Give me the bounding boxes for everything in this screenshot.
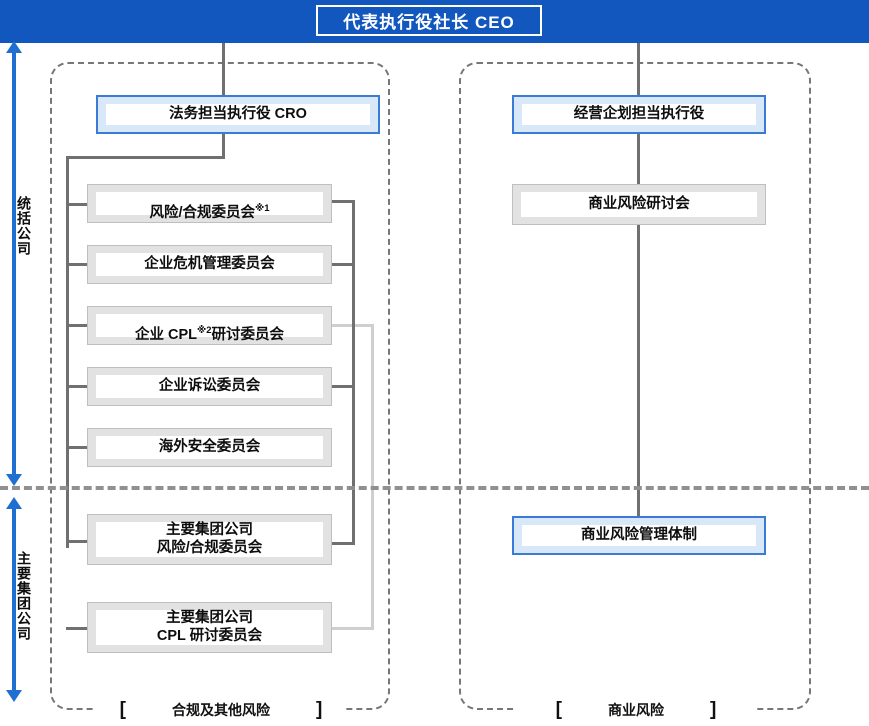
connector-stub-risk-compliance (66, 203, 88, 206)
axis-label-group-companies: 主要集团公司 (16, 551, 32, 641)
axis-line-group-companies (12, 508, 16, 694)
connector-right-trunk-light (371, 324, 374, 630)
connector-stub-crisis-mgmt (66, 263, 88, 266)
group-label-compliance-text: 合规及其他风险 (172, 702, 270, 718)
node-crisis-management-committee: 企业危机管理委员会 (87, 245, 332, 284)
node-litigation-committee-inner (96, 375, 323, 398)
node-cpl-committee-inner (96, 314, 323, 337)
node-litigation-committee: 企业诉讼委员会 (87, 367, 332, 406)
node-crisis-management-committee-label: 企业危机管理委员会 (144, 255, 275, 272)
connector-collect-group-risk-compliance (332, 542, 355, 545)
node-text-main: 风险/合规委员会 (149, 204, 255, 221)
axis-arrow-down-top-icon (6, 474, 22, 486)
node-risk-compliance-committee-label: 风险/合规委员会※1 (149, 185, 269, 222)
connector-workshop-to-system (637, 225, 640, 516)
node-text-sup: ※1 (255, 202, 270, 214)
axis-arrow-up-top-icon (6, 41, 22, 53)
connector-right-trunk-dark (352, 200, 355, 545)
node-litigation-committee-label: 企业诉讼委员会 (158, 377, 261, 394)
connector-stub-group-cpl (66, 627, 88, 630)
axis-line-holding (12, 52, 16, 478)
bracket-left-icon: [ (555, 699, 562, 720)
group-label-business-risk: [ 商业风险 ] (517, 699, 755, 721)
connector-ceo-to-planning-exec (637, 43, 640, 95)
axis-arrow-down-bottom-icon (6, 690, 22, 702)
label-gap-mask-right (517, 704, 755, 716)
node-group-cpl-committee-label: 主要集团公司 CPL 研讨委员会 (156, 609, 263, 644)
label-gap-mask-left (96, 704, 346, 716)
group-container-business-risk (459, 62, 811, 710)
node-group-risk-compliance-committee: 主要集团公司 风险/合规委员会 (87, 514, 332, 565)
connector-collect-crisis-mgmt (332, 263, 355, 266)
node-business-risk-management-system: 商业风险管理体制 (512, 516, 766, 555)
ceo-title-text: 代表执行役社长 CEO (343, 13, 515, 32)
bracket-right-icon: ] (710, 699, 717, 720)
connector-collect-group-cpl (332, 627, 374, 630)
connector-stub-overseas-security (66, 446, 88, 449)
connector-left-trunk (66, 156, 69, 548)
node-cro-inner (106, 104, 370, 125)
bracket-right-icon: ] (316, 699, 323, 720)
axis-arrow-up-bottom-icon (6, 497, 22, 509)
node-overseas-security-committee-inner (96, 436, 323, 459)
node-overseas-security-committee: 海外安全委员会 (87, 428, 332, 467)
axis-label-holding: 统括公司 (16, 196, 32, 256)
node-business-risk-management-system-inner (522, 525, 756, 546)
node-planning-executive-label: 经营企划担当执行役 (573, 105, 705, 122)
connector-stub-cpl (66, 324, 88, 327)
node-business-risk-workshop: 商业风险研讨会 (512, 184, 766, 225)
ceo-banner: 代表执行役社长 CEO (0, 0, 869, 43)
node-risk-compliance-committee: 风险/合规委员会※1 (87, 184, 332, 223)
node-planning-executive: 经营企划担当执行役 (512, 95, 766, 134)
node-cro-label: 法务担当执行役 CRO (169, 105, 307, 122)
connector-stub-litigation (66, 385, 88, 388)
node-business-risk-workshop-label: 商业风险研讨会 (588, 195, 690, 212)
connector-ceo-to-cro (222, 43, 225, 95)
node-group-cpl-committee: 主要集团公司 CPL 研讨委员会 (87, 602, 332, 653)
connector-cro-stem (222, 134, 225, 158)
connector-collect-litigation (332, 385, 355, 388)
node-cpl-committee-label: 企业 CPL※2研讨委员会 (135, 307, 284, 344)
node-cro: 法务担当执行役 CRO (96, 95, 380, 134)
node-crisis-management-committee-inner (96, 253, 323, 276)
group-label-business-risk-text: 商业风险 (608, 702, 664, 718)
node-group-risk-compliance-committee-inner (96, 522, 323, 557)
connector-planning-to-workshop (637, 134, 640, 186)
connector-collect-risk-compliance (332, 200, 355, 203)
node-text-main: 企业 CPL (134, 326, 197, 343)
node-text-sup: ※2 (197, 324, 212, 336)
node-group-cpl-committee-inner (96, 610, 323, 645)
bracket-left-icon: [ (119, 699, 126, 720)
node-risk-compliance-committee-inner (96, 192, 323, 215)
node-cpl-committee: 企业 CPL※2研讨委员会 (87, 306, 332, 345)
node-overseas-security-committee-label: 海外安全委员会 (158, 438, 261, 455)
node-business-risk-management-system-label: 商业风险管理体制 (581, 526, 697, 543)
connector-stub-group-risk-compliance (66, 540, 88, 543)
node-planning-executive-inner (522, 104, 756, 125)
ceo-title-box: 代表执行役社长 CEO (316, 5, 542, 36)
section-divider (0, 486, 869, 490)
node-business-risk-workshop-inner (521, 192, 757, 217)
connector-cro-horizontal (66, 156, 225, 159)
group-label-compliance: [ 合规及其他风险 ] (96, 699, 346, 721)
node-text-tail: 研讨委员会 (211, 326, 285, 343)
node-group-risk-compliance-committee-label: 主要集团公司 风险/合规委员会 (156, 521, 263, 556)
